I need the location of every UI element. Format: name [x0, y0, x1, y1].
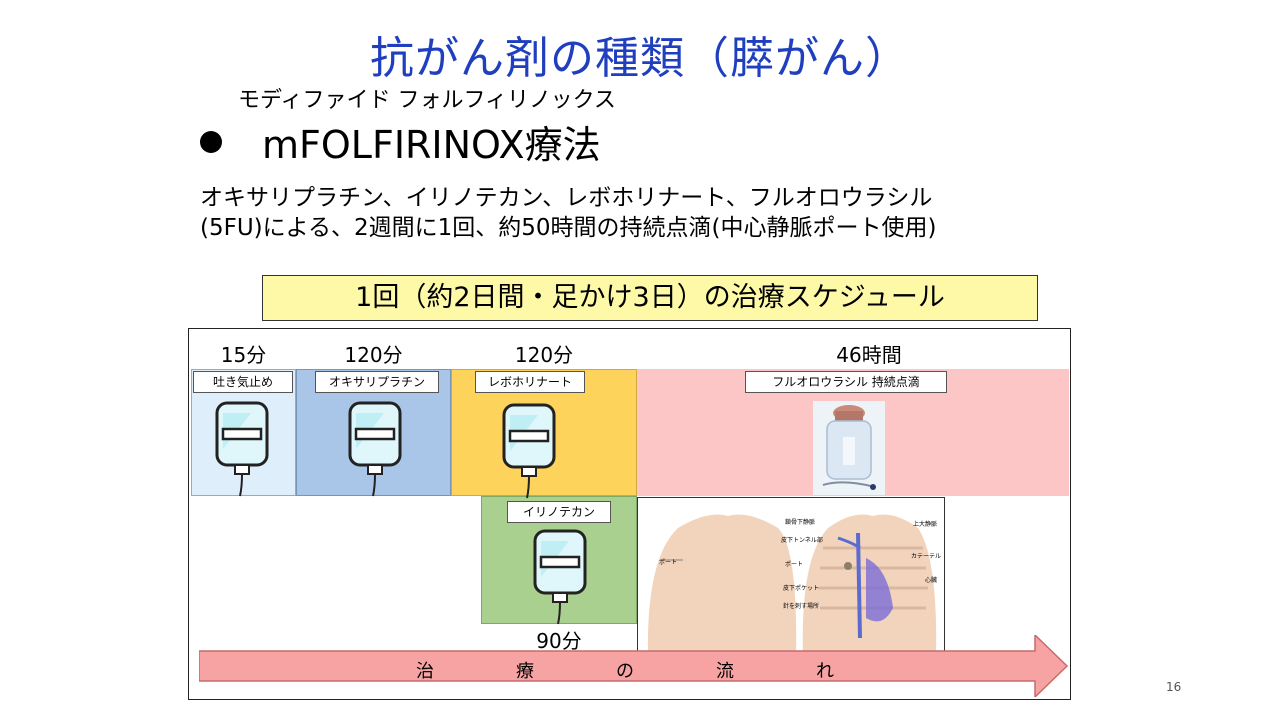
iv-bag-icon [533, 529, 587, 625]
bullet-item: mFOLFIRINOX療法 [200, 114, 601, 169]
anatomy-label: 鎖骨下静脈 [785, 519, 816, 526]
anatomy-label: ポート [659, 559, 678, 566]
anatomy-label: 針を刺す場所 [783, 603, 820, 610]
duration-irinotecan: 90分 [536, 629, 582, 653]
anatomy-label: 皮下トンネル部 [781, 537, 823, 544]
description-line-1: オキサリプラチン、イリノテカン、レボホリナート、フルオロウラシル [200, 185, 933, 211]
port-anatomy-illustration [637, 497, 945, 658]
slide-title: 抗がん剤の種類（膵がん） [370, 33, 910, 84]
regimen-name: mFOLFIRINOX療法 [262, 123, 601, 167]
anatomy-label: カテーテル [911, 553, 942, 560]
infusion-pump-icon [813, 401, 885, 495]
bullet-dot-icon [200, 130, 222, 153]
label-fluorouracil: フルオロウラシル 持続点滴 [745, 371, 947, 393]
anatomy-label: 皮下ポケット [783, 585, 820, 592]
description-line-2: (5FU)による、2週間に1回、約50時間の持続点滴(中心静脈ポート使用) [200, 215, 937, 241]
iv-bag-icon [348, 401, 402, 497]
label-oxaliplatin: オキサリプラチン [315, 371, 439, 393]
page-number: 16 [1166, 680, 1182, 694]
duration-levofolinate: 120分 [514, 343, 574, 367]
label-irinotecan: イリノテカン [507, 501, 611, 523]
anatomy-label: ポート [785, 561, 804, 568]
label-antiemetic: 吐き気止め [193, 371, 293, 393]
schedule-diagram: 15分 吐き気止め 120分 オキサリプラチン 120分 レボホリナート 46時… [188, 328, 1071, 700]
flow-char: 流 [716, 661, 734, 682]
flow-char: 治 [416, 661, 434, 682]
flow-char: れ [816, 661, 834, 682]
duration-oxaliplatin: 120分 [344, 343, 403, 367]
treatment-flow-arrow [199, 635, 1069, 697]
anatomy-label: 上大静脈 [913, 521, 938, 528]
schedule-title: 1回（約2日間・足かけ3日）の治療スケジュール [262, 275, 1038, 321]
label-levofolinate: レボホリナート [475, 371, 585, 393]
flow-char: 療 [516, 661, 534, 682]
duration-fluorouracil: 46時間 [836, 343, 902, 367]
iv-bag-icon [502, 403, 556, 499]
flow-char: の [616, 661, 634, 682]
anatomy-label: 心臓 [925, 577, 938, 584]
duration-antiemetic: 15分 [220, 343, 267, 367]
iv-bag-icon [215, 401, 269, 497]
ruby-reading: モディファイド フォルフィリノックス [238, 88, 616, 113]
